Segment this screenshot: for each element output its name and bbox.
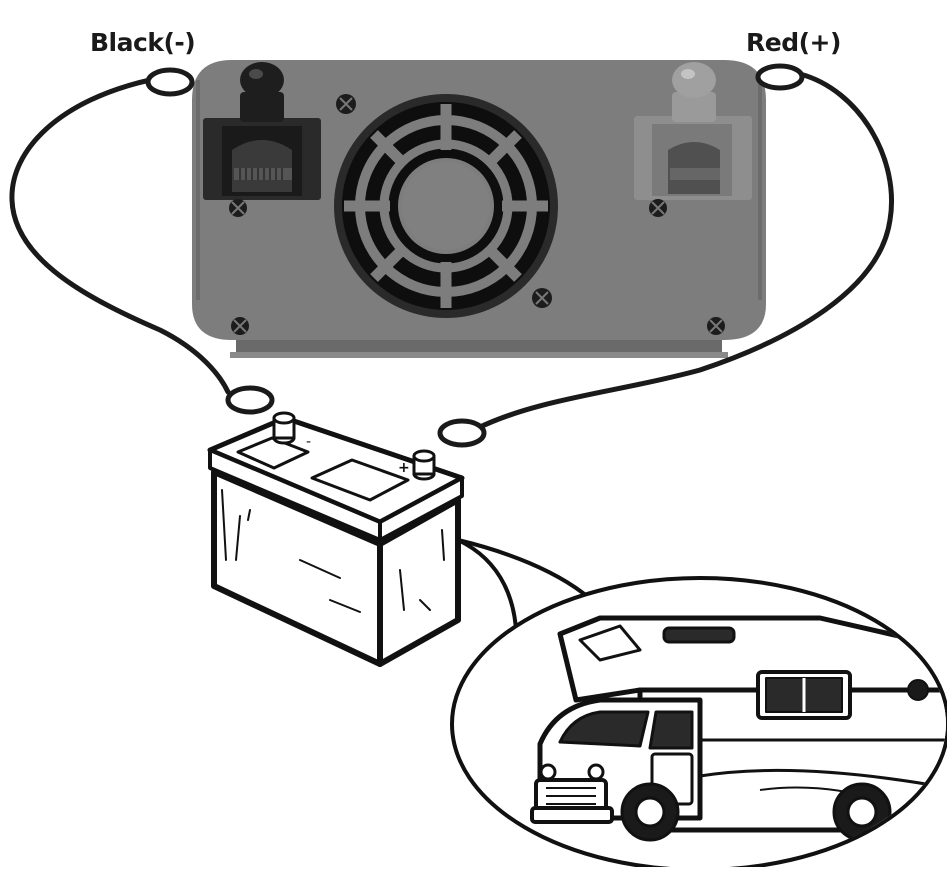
ring-terminals	[145, 63, 805, 448]
black-negative-label: Black(-)	[90, 28, 196, 57]
positive-cable	[475, 71, 894, 431]
red-positive-label: Red(+)	[746, 28, 841, 57]
positive-terminal	[634, 62, 752, 200]
rv-motorhome-illustration	[530, 615, 946, 842]
negative-terminal	[203, 62, 321, 200]
battery-positive-symbol: +	[398, 460, 410, 476]
battery-illustration	[207, 411, 465, 667]
battery-negative-symbol: -	[306, 434, 311, 450]
cooling-fan-icon	[334, 94, 558, 318]
negative-cable	[9, 77, 231, 395]
inverter-illustration	[192, 60, 766, 358]
